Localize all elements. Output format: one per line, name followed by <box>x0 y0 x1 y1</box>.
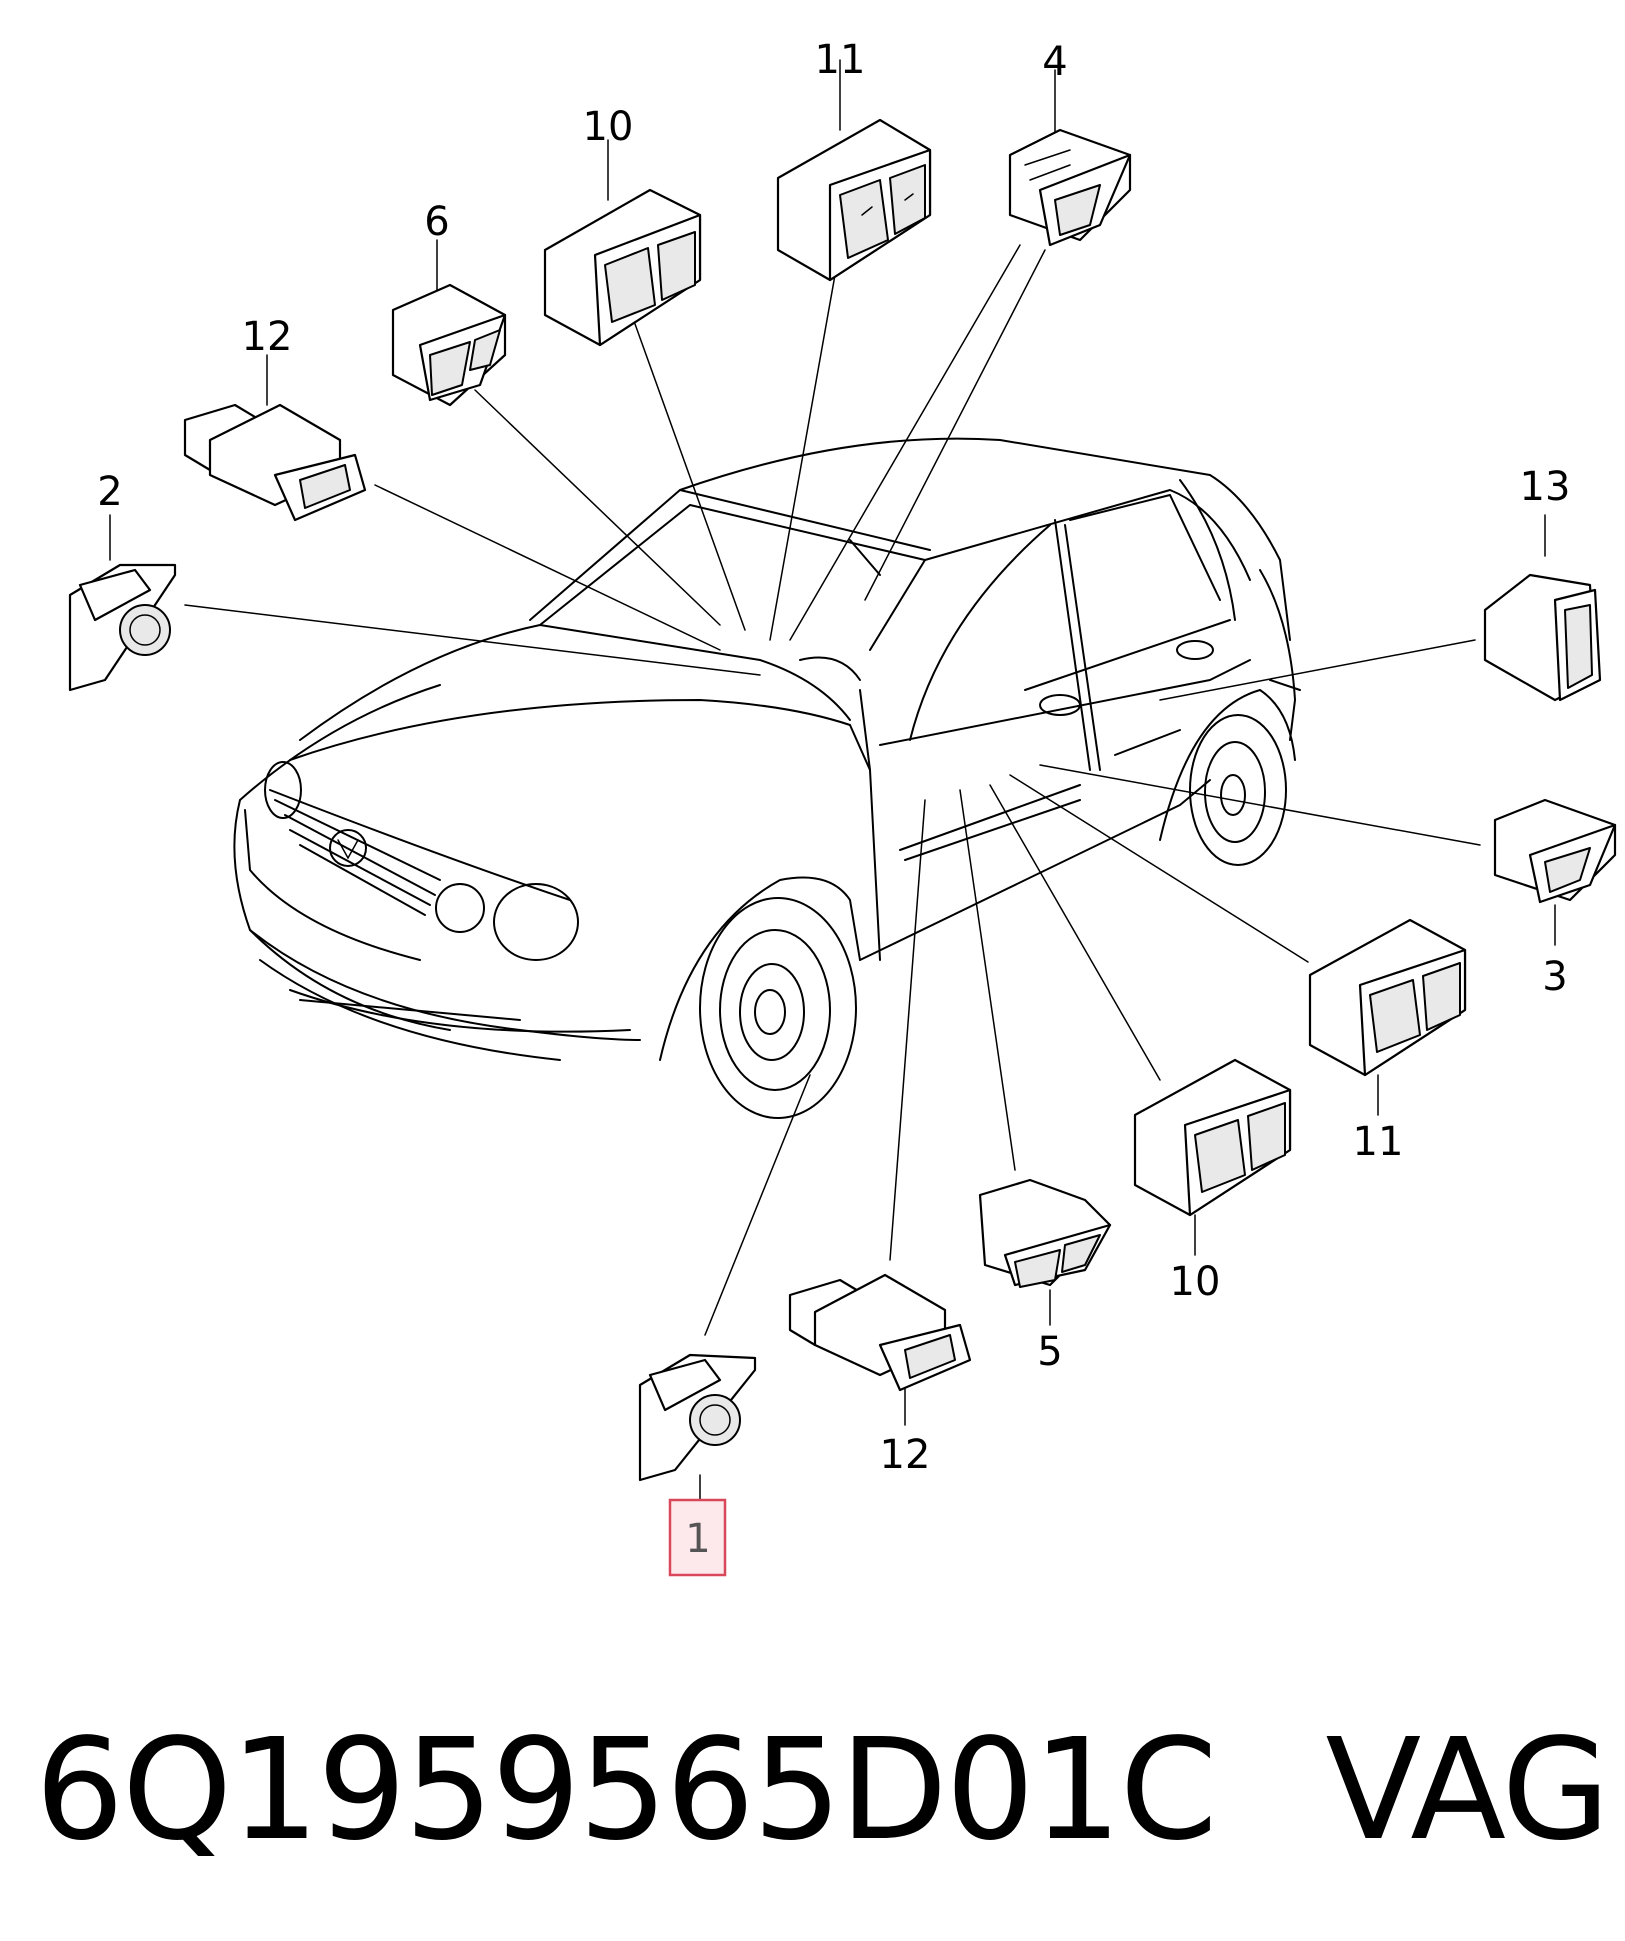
callout-1[interactable]: 1 <box>685 1516 710 1562</box>
switch-12-bottom[interactable] <box>788 1273 972 1392</box>
callout-6[interactable]: 6 <box>424 199 449 245</box>
callout-12-bottom[interactable]: 12 <box>880 1432 931 1478</box>
switch-13[interactable] <box>1483 573 1602 702</box>
window-switch-double-11-bottom[interactable] <box>1308 918 1467 1077</box>
callout-10-top[interactable]: 10 <box>583 104 634 150</box>
callout-10-bottom[interactable]: 10 <box>1170 1259 1221 1305</box>
leader-lines <box>109 59 1556 1501</box>
callout-2[interactable]: 2 <box>97 469 122 515</box>
mirror-adjust-switch-1[interactable] <box>638 1353 757 1482</box>
callout-3[interactable]: 3 <box>1542 954 1567 1000</box>
footer: 6Q1959565D01C VAG <box>35 1705 1610 1875</box>
callout-13[interactable]: 13 <box>1520 464 1571 510</box>
window-switch-5[interactable] <box>978 1178 1112 1288</box>
window-switch-double-10-bottom[interactable] <box>1133 1058 1292 1217</box>
callout-labels: 11 4 10 6 12 2 13 3 11 10 5 12 1 <box>97 37 1570 1562</box>
window-switch-single-4[interactable] <box>1008 128 1132 247</box>
callout-11-bottom[interactable]: 11 <box>1353 1119 1404 1165</box>
car-illustration <box>233 437 1301 1119</box>
switch-12-top[interactable] <box>183 403 367 522</box>
mirror-adjust-switch-2[interactable] <box>68 563 177 692</box>
callout-5[interactable]: 5 <box>1037 1329 1062 1375</box>
callout-12-top[interactable]: 12 <box>242 314 293 360</box>
window-switch-double-10-top[interactable] <box>543 188 702 347</box>
window-switch-6[interactable] <box>391 283 507 407</box>
window-switch-double-11-top[interactable] <box>776 118 932 282</box>
callout-4[interactable]: 4 <box>1042 39 1067 85</box>
window-switch-single-3[interactable] <box>1493 798 1617 904</box>
brand-label: VAG <box>1325 1708 1610 1872</box>
selected-callout-highlight <box>668 1498 727 1577</box>
part-number: 6Q1959565D01C <box>35 1708 1217 1872</box>
callout-11-top[interactable]: 11 <box>815 37 866 83</box>
